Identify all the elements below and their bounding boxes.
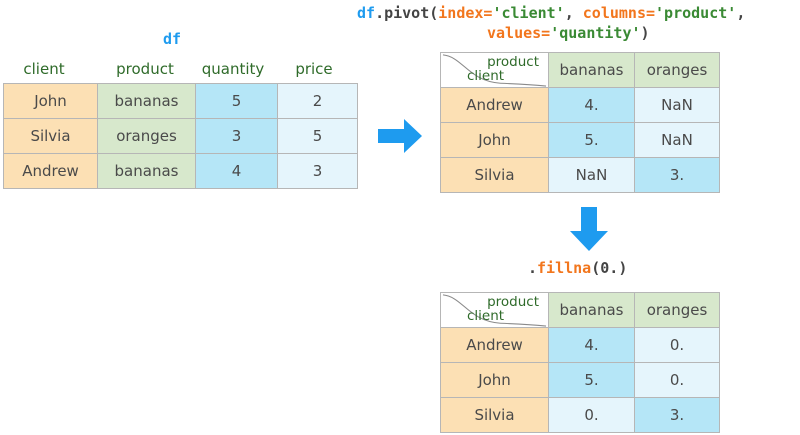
code-token-close-paren: ) (640, 24, 650, 42)
source-column-header-product: product (116, 60, 174, 78)
cell-bananas: 4. (548, 87, 635, 123)
cell-product: oranges (97, 118, 196, 154)
code-token-method: .pivot( (375, 4, 439, 22)
table-header-row: product client bananas oranges (440, 52, 720, 88)
code-token-fillna: fillna (537, 259, 592, 277)
table-row: John bananas 5 2 (3, 83, 358, 119)
cell-price: 5 (277, 118, 358, 154)
row-index-cell: Andrew (440, 87, 549, 123)
cell-bananas: 5. (548, 122, 635, 158)
column-header-oranges: oranges (634, 292, 720, 328)
cell-client: John (3, 83, 98, 119)
column-header-oranges: oranges (634, 52, 720, 88)
cell-product: bananas (97, 153, 196, 189)
cell-oranges: NaN (634, 122, 720, 158)
row-index-cell: John (440, 122, 549, 158)
pivot-code-line1: df.pivot(index='client', columns='produc… (357, 4, 745, 22)
source-column-header-price: price (295, 60, 333, 78)
cell-quantity: 3 (195, 118, 278, 154)
table-header-row: product client bananas oranges (440, 292, 720, 328)
corner-label-index: client (467, 67, 505, 84)
source-table: John bananas 5 2 Silvia oranges 3 5 Andr… (3, 83, 358, 189)
pivot-table: product client bananas oranges Andrew 4.… (440, 52, 720, 193)
corner-label-columns: product (487, 54, 539, 70)
table-row: John 5. NaN (440, 122, 720, 158)
code-token-dot: . (528, 259, 538, 277)
corner-label-columns: product (487, 294, 539, 310)
code-token-index-key: index= (438, 4, 493, 22)
code-token-comma1: , (564, 4, 583, 22)
row-index-cell: Silvia (440, 157, 549, 193)
cell-price: 3 (277, 153, 358, 189)
corner-split-cell: product client (440, 292, 549, 328)
cell-bananas: NaN (548, 157, 635, 193)
code-token-values-val: 'quantity' (550, 24, 641, 42)
row-index-cell: Silvia (440, 397, 549, 433)
table-row: Andrew bananas 4 3 (3, 153, 358, 189)
pivot-code-line2: values='quantity') (487, 24, 650, 42)
cell-oranges: NaN (634, 87, 720, 123)
cell-client: Andrew (3, 153, 98, 189)
table-row: Silvia oranges 3 5 (3, 118, 358, 154)
cell-quantity: 5 (195, 83, 278, 119)
right-arrow-icon (378, 116, 423, 160)
code-token-index-val: 'client' (492, 4, 565, 22)
source-table-title: df (163, 30, 182, 48)
row-index-cell: John (440, 362, 549, 398)
table-row: Silvia 0. 3. (440, 397, 720, 433)
cell-quantity: 4 (195, 153, 278, 189)
source-column-header-quantity: quantity (201, 60, 265, 78)
code-token-columns-key: columns= (582, 4, 656, 22)
cell-oranges: 0. (634, 362, 720, 398)
column-header-bananas: bananas (548, 292, 635, 328)
fillna-table: product client bananas oranges Andrew 4.… (440, 292, 720, 433)
cell-oranges: 0. (634, 327, 720, 363)
row-index-cell: Andrew (440, 327, 549, 363)
down-arrow-icon (568, 207, 610, 256)
column-header-bananas: bananas (548, 52, 635, 88)
code-token-fill-value: 0. (600, 259, 619, 277)
cell-product: bananas (97, 83, 196, 119)
code-token-close-paren: ) (618, 259, 628, 277)
corner-split-cell: product client (440, 52, 549, 88)
cell-oranges: 3. (634, 397, 720, 433)
corner-label-index: client (467, 307, 505, 324)
table-row: Andrew 4. NaN (440, 87, 720, 123)
code-token-open-paren: ( (591, 259, 601, 277)
cell-bananas: 4. (548, 327, 635, 363)
cell-price: 2 (277, 83, 358, 119)
source-column-header-client: client (23, 60, 65, 78)
table-row: Silvia NaN 3. (440, 157, 720, 193)
cell-bananas: 0. (548, 397, 635, 433)
code-token-columns-val: 'product' (655, 4, 737, 22)
code-token-comma2: , (736, 4, 746, 22)
table-row: Andrew 4. 0. (440, 327, 720, 363)
cell-oranges: 3. (634, 157, 720, 193)
cell-client: Silvia (3, 118, 98, 154)
code-token-values-key: values= (487, 24, 551, 42)
table-row: John 5. 0. (440, 362, 720, 398)
fillna-code: .fillna(0.) (528, 259, 627, 277)
code-token-df: df (357, 4, 376, 22)
cell-bananas: 5. (548, 362, 635, 398)
